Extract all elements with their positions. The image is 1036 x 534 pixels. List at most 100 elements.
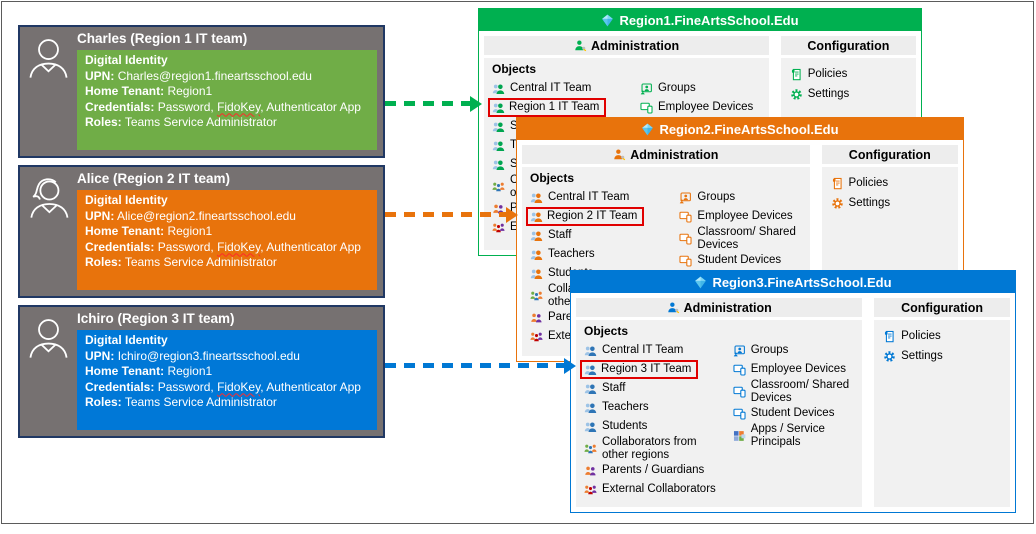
team-icon [492,122,505,133]
tenant-header: Region3.FineArtsSchool.Edu [571,271,1015,293]
object-region-1-it-team: Region 1 IT Team [488,98,640,117]
tenant-title: Region3.FineArtsSchool.Edu [712,274,892,290]
administration-header: Administration [576,298,863,317]
team-icon [492,103,505,114]
persona-card-charles: Charles (Region 1 IT team) Digital Ident… [18,25,385,158]
devices-icon [679,255,692,267]
persona-card-ichiro: Ichiro (Region 3 IT team) Digital Identi… [18,305,385,438]
devices-icon [679,211,692,223]
team-icon [492,141,505,152]
team-icon [530,231,543,242]
policies-icon [832,177,842,189]
team-icon [584,365,597,376]
highlight-box: Region 1 IT Team [488,98,607,117]
groups-icon [640,83,652,95]
upn-line: UPN: Ichiro@region3.fineartsschool.edu [85,348,300,363]
object-central-it-team: Central IT Team [492,79,640,98]
female-person-icon [30,178,69,218]
roles-line: Roles: Teams Service Administrator [85,395,277,409]
digital-identity-box: Digital Identity UPN: Alice@region2.fine… [77,190,377,290]
configuration-header: Configuration [874,298,1010,317]
policies-icon [791,68,801,80]
object-collaborators-other-regions: Collaborators from other regions [584,436,733,461]
tenant-header: Region2.FineArtsSchool.Edu [517,118,963,140]
object-apps-service-principals: Apps / Service Principals [733,423,855,448]
config-settings: Settings [790,84,907,104]
objects-label: Objects [530,171,575,185]
devices-icon [640,102,653,114]
config-policies: Policies [831,173,949,193]
external-people-icon [584,485,597,495]
object-teachers: Teachers [584,398,733,417]
object-region-2-it-team: Region 2 IT Team [526,207,679,226]
credentials-line: Credentials: Password, FidoKey, Authenti… [85,99,361,114]
administration-header: Administration [484,36,770,55]
configuration-header: Configuration [780,36,916,55]
male-person-icon [29,39,68,78]
digital-identity-box: Digital Identity UPN: Charles@region1.fi… [77,50,377,150]
highlight-box: Region 3 IT Team [580,360,699,379]
connector-charles-to-region1 [385,101,470,106]
devices-icon [733,386,746,398]
identity-heading: Digital Identity [85,53,168,67]
tenant-title: Region2.FineArtsSchool.Edu [659,121,839,137]
groups-icon [680,192,692,204]
identity-heading: Digital Identity [85,333,168,347]
tenant-title: Region1.FineArtsSchool.Edu [619,12,799,28]
team-icon [584,384,597,395]
object-staff: Staff [584,379,733,398]
object-central-it-team: Central IT Team [530,188,679,207]
apps-grid-icon [733,431,746,441]
persona-name: Charles (Region 1 IT team) [77,31,248,46]
persona-card-alice: Alice (Region 2 IT team) Digital Identit… [18,165,385,298]
multi-region-people-icon [492,182,505,192]
team-icon [530,250,543,261]
config-policies: Policies [883,326,1001,346]
parents-people-icon [531,313,542,323]
object-employee-devices: Employee Devices [679,207,801,226]
connector-ichiro-to-region3 [385,363,564,368]
object-groups: Groups [679,188,801,207]
object-staff: Staff [530,226,679,245]
team-icon [530,269,543,280]
administration-header: Administration [522,145,810,164]
team-icon [530,212,543,223]
persona-name: Alice (Region 2 IT team) [77,171,231,186]
multi-region-people-icon [530,291,543,301]
team-icon [584,403,597,414]
admin-person-icon [575,40,587,52]
upn-line: UPN: Alice@region2.fineartsschool.edu [85,208,296,223]
external-people-icon [530,332,543,342]
object-students: Students [584,417,733,436]
tenant-diamond-icon [602,14,614,26]
objects-box: Objects Central IT Team Region 3 IT Team… [576,320,863,507]
team-icon [492,160,505,171]
groups-icon [733,345,745,357]
team-icon [530,193,543,204]
parents-people-icon [585,466,596,476]
devices-icon [733,408,746,420]
object-external-collaborators: External Collaborators [584,480,733,499]
connector-alice-to-region2 [385,212,506,217]
object-student-devices: Student Devices [679,251,801,270]
object-employee-devices: Employee Devices [640,98,761,117]
highlight-box: Region 2 IT Team [526,207,645,226]
home-tenant-line: Home Tenant: Region1 [85,84,213,98]
tenant-header: Region1.FineArtsSchool.Edu [479,9,921,31]
credentials-line: Credentials: Password, FidoKey, Authenti… [85,379,361,394]
external-people-icon [492,223,505,233]
object-parents-guardians: Parents / Guardians [584,461,733,480]
object-central-it-team: Central IT Team [584,341,733,360]
gear-icon [884,350,895,362]
object-classroom-shared-devices: Classroom/ Shared Devices [733,379,855,404]
persona-name: Ichiro (Region 3 IT team) [77,311,235,326]
admin-person-icon [614,149,626,161]
multi-region-people-icon [584,444,597,454]
configuration-header: Configuration [821,145,958,164]
object-groups: Groups [733,341,855,360]
policies-icon [885,330,894,342]
tenant-diamond-icon [695,276,707,288]
config-policies: Policies [790,64,907,84]
arrowhead-region2 [506,206,518,223]
